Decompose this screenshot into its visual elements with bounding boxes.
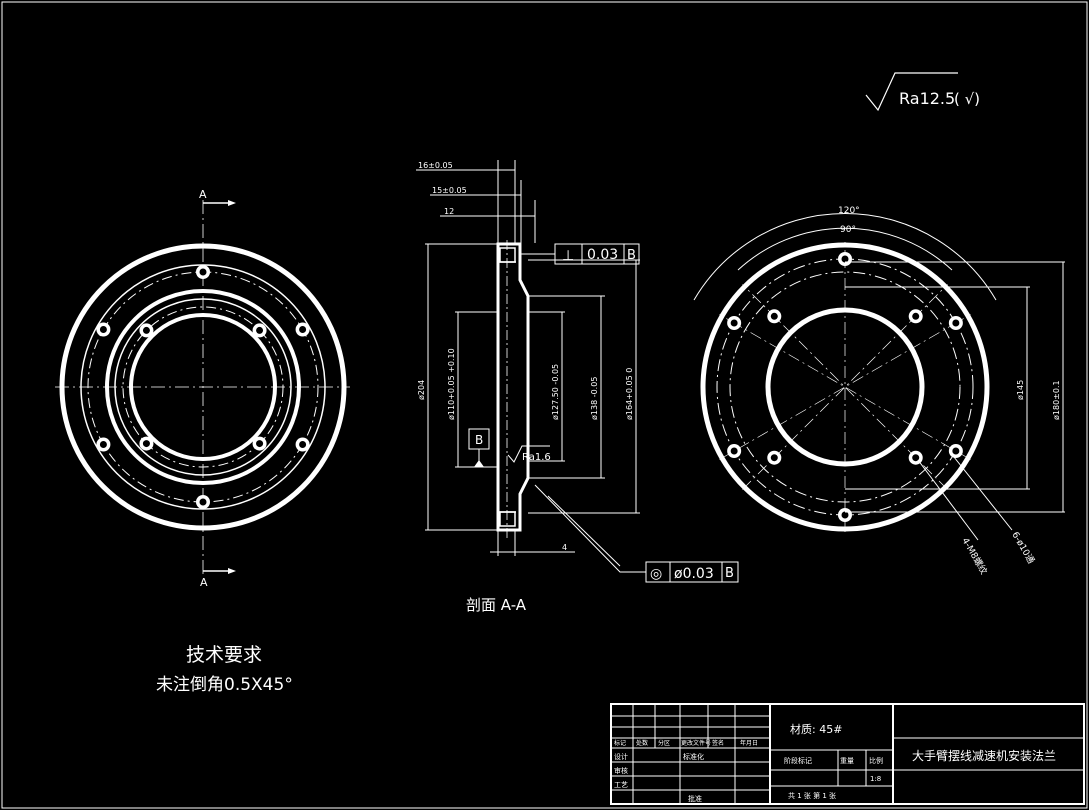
inner-hole-bore (256, 326, 264, 334)
center-ray (719, 314, 971, 460)
stage-mark: 阶段标记 (784, 756, 812, 765)
dim-12: 12 (444, 207, 454, 216)
tech-title: 技术要求 (186, 644, 262, 666)
angle-120: 120° (838, 206, 860, 216)
perp-datum: B (627, 248, 636, 263)
conc-symbol: ◎ (650, 566, 662, 582)
ra16-label: Ra1.6 (522, 452, 551, 463)
roughness-ra16: Ra1.6 (507, 445, 551, 463)
outer-hole-bore (952, 447, 960, 455)
dim-d110: ø110+0.05 +0.10 (447, 348, 456, 420)
dim-15: 15±0.05 (432, 186, 467, 195)
approve: 批准 (688, 794, 702, 803)
outer-hole-bore (952, 319, 960, 327)
roughness-value: Ra12.5 (899, 89, 955, 108)
conc-datum: B (725, 566, 734, 581)
header-1: 分区 (658, 739, 670, 747)
outer-hole-bore (199, 498, 207, 506)
inner-hole-bore (256, 440, 264, 448)
material: 材质: 45# (790, 722, 842, 736)
section-view: 16±0.05 15±0.05 12 ø204 ø110+0.05 +0.10 … (416, 160, 739, 614)
front-view: A A (55, 188, 350, 589)
dim-d204: ø204 (417, 380, 426, 400)
dim-d164: ø164+0.05 0 (625, 368, 634, 420)
row-design: 设计 (614, 752, 628, 761)
dim-4: 4 (562, 543, 567, 552)
inner-hole-bore (912, 312, 920, 320)
part-name: 大手臂摆线减速机安装法兰 (912, 748, 1056, 763)
header-4: 年月日 (740, 739, 758, 747)
dim-16: 16±0.05 (418, 161, 453, 170)
datum-label: B (475, 433, 483, 447)
datum-b: B (468, 428, 490, 467)
outer-hole-bore (299, 441, 307, 448)
dim-d180: ø180±0.1 (1052, 380, 1061, 420)
outer-hole-bore (299, 326, 307, 333)
dim-d145: ø145 (1016, 380, 1025, 400)
outer-hole-bore (99, 326, 107, 333)
inner-hole-bore (142, 326, 150, 334)
center-ray (719, 314, 971, 460)
section-mark-bottom: A (200, 576, 208, 589)
outer-hole-bore (730, 447, 738, 455)
outer-hole-bore (841, 255, 849, 263)
standardization: 标准化 (683, 752, 704, 761)
dim-d138: ø138 -0.05 (590, 377, 599, 420)
row-mark: 标记 (614, 739, 626, 747)
header-3: 签名 (712, 739, 724, 747)
sheets: 共 1 张 第 1 张 (788, 791, 836, 800)
row-process: 工艺 (614, 781, 628, 789)
tech-line1: 未注倒角0.5X45° (156, 675, 293, 695)
conc-value: ø0.03 (674, 566, 714, 582)
concentricity-tolerance: ◎ ø0.03 B (534, 484, 739, 583)
header-2: 更改文件号 (681, 739, 711, 747)
scale: 1:8 (870, 775, 881, 783)
bolt-holes (727, 252, 963, 522)
perpendicularity-tolerance: ⊥ 0.03 B (520, 243, 640, 265)
outer-hole-bore (841, 511, 849, 519)
bolt-holes (96, 265, 310, 509)
roughness-symbol: Ra12.5 ( √) (865, 72, 980, 112)
section-mark-top: A (199, 188, 207, 201)
row-review: 审核 (614, 766, 628, 775)
inner-hole-bore (142, 440, 150, 448)
inner-hole-bore (770, 454, 778, 462)
outer-hole-bore (730, 319, 738, 327)
outer-hole-bore (99, 441, 107, 448)
header-0: 处数 (636, 739, 648, 747)
section-title: 剖面 A-A (466, 596, 527, 614)
inner-hole-bore (912, 454, 920, 462)
outer-hole-bore (199, 268, 207, 276)
dim-d127: ø127.50 -0.05 (551, 364, 560, 420)
title-block: 材质: 45# 大手臂摆线减速机安装法兰 处数 分区 更改文件号 签名 年月日 … (610, 703, 1085, 805)
perp-value: 0.03 (587, 247, 618, 263)
inner-hole-bore (770, 312, 778, 320)
angle-90: 90° (840, 225, 856, 235)
perp-symbol: ⊥ (562, 248, 574, 264)
scale-label: 比例 (869, 756, 883, 765)
roughness-suffix: ( √) (954, 90, 980, 108)
technical-requirements: 技术要求 未注倒角0.5X45° (156, 644, 293, 695)
weight: 重量 (840, 757, 854, 765)
